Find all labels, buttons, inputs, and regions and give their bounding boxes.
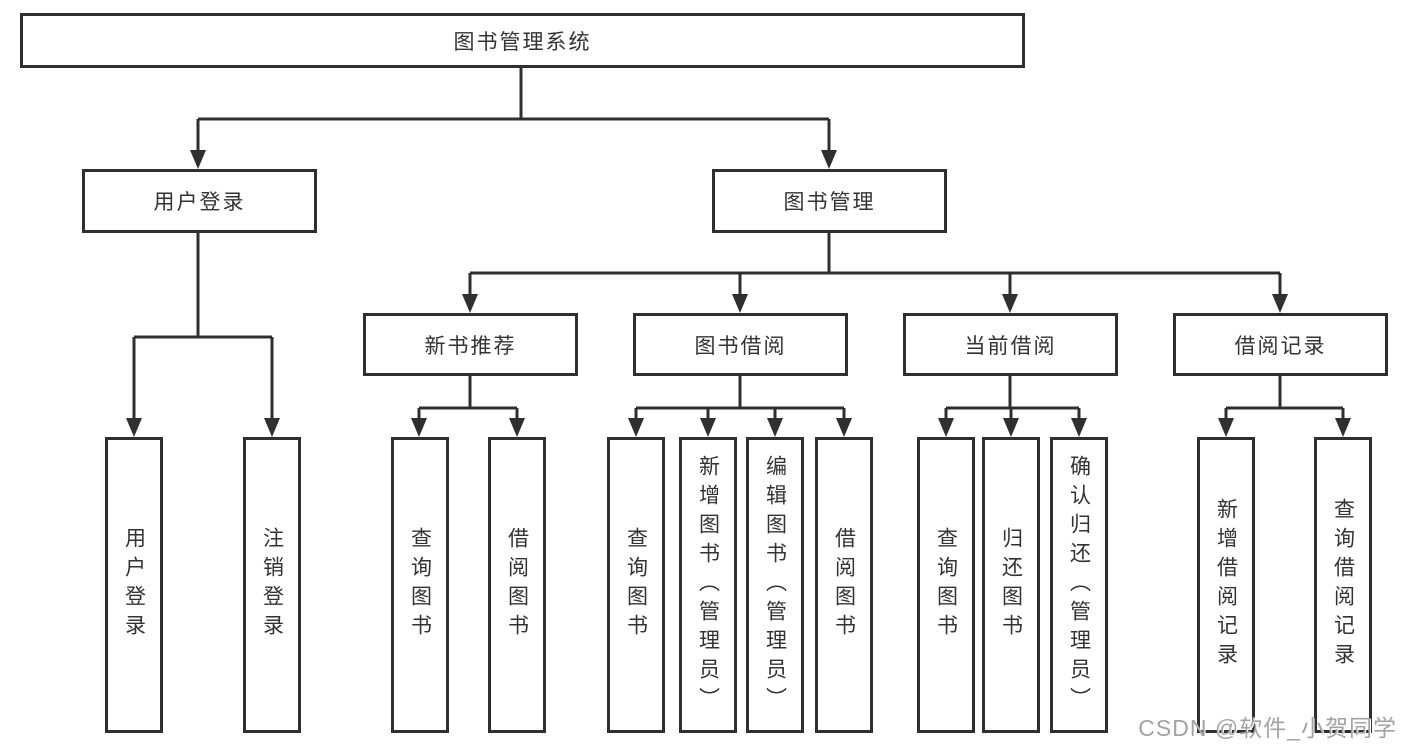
node-borrowing-records-label: 借阅记录 <box>1234 334 1327 358</box>
leaf-add-borrow-record: 新增借阅记录 <box>1197 437 1255 733</box>
node-borrowing-records: 借阅记录 <box>1173 313 1388 376</box>
connector-book-management-children <box>468 233 1282 296</box>
arrow-leaf-confirm-return <box>1071 418 1087 437</box>
arrow-book-management <box>821 150 837 169</box>
leaf-query-borrow-record-label: 查询借阅记录 <box>1331 498 1355 672</box>
leaf-logout-label: 注销登录 <box>260 527 284 643</box>
leaf-add-book-admin: 新增图书（管理员） <box>679 437 737 733</box>
arrow-leaf-add-book <box>700 418 716 437</box>
leaf-user-login: 用户登录 <box>105 437 163 733</box>
arrow-new-book-recommend <box>462 294 478 313</box>
arrow-leaf-query-books-3 <box>938 418 954 437</box>
node-current-borrowing: 当前借阅 <box>903 313 1118 376</box>
leaf-query-books-recommend: 查询图书 <box>391 437 449 733</box>
node-book-borrowing: 图书借阅 <box>633 313 848 376</box>
arrow-leaf-add-borrow-record <box>1218 418 1234 437</box>
arrow-leaf-borrow-books-1 <box>509 418 525 437</box>
arrow-book-borrowing <box>732 294 748 313</box>
leaf-query-books-borrowing: 查询图书 <box>607 437 665 733</box>
arrow-leaf-query-books-2 <box>628 418 644 437</box>
leaf-logout: 注销登录 <box>243 437 301 733</box>
leaf-add-borrow-record-label: 新增借阅记录 <box>1214 498 1238 672</box>
arrow-current-borrowing <box>1002 294 1018 313</box>
node-root-system-label: 图书管理系统 <box>453 30 592 54</box>
leaf-confirm-return-admin: 确认归还（管理员） <box>1050 437 1108 733</box>
connector-new-book-recommend-children <box>417 376 519 420</box>
node-root-system: 图书管理系统 <box>20 13 1025 68</box>
leaf-confirm-return-admin-label: 确认归还（管理员） <box>1067 454 1091 716</box>
node-book-borrowing-label: 图书借阅 <box>694 334 787 358</box>
node-book-management: 图书管理 <box>712 169 947 233</box>
node-user-login-label: 用户登录 <box>153 191 246 214</box>
leaf-user-login-label: 用户登录 <box>122 527 146 643</box>
leaf-return-books-label: 归还图书 <box>999 527 1023 643</box>
connector-root-to-level2 <box>196 68 831 152</box>
connector-user-login-children <box>132 233 274 420</box>
node-user-login: 用户登录 <box>82 169 317 233</box>
arrow-leaf-logout <box>264 418 280 437</box>
leaf-edit-book-admin-label: 编辑图书（管理员） <box>763 454 787 716</box>
leaf-query-borrow-record: 查询借阅记录 <box>1314 437 1372 733</box>
arrow-leaf-user-login <box>126 418 142 437</box>
arrow-leaf-query-books-1 <box>411 418 427 437</box>
leaf-add-book-admin-label: 新增图书（管理员） <box>696 454 720 716</box>
leaf-borrow-books-recommend: 借阅图书 <box>488 437 546 733</box>
connector-borrowing-records-children <box>1224 376 1345 420</box>
leaf-query-books-borrowing-label: 查询图书 <box>624 527 648 643</box>
node-new-book-recommend-label: 新书推荐 <box>424 334 517 358</box>
leaf-borrow-books-borrowing: 借阅图书 <box>815 437 873 733</box>
arrow-user-login <box>190 150 206 169</box>
leaf-borrow-books-borrowing-label: 借阅图书 <box>832 527 856 643</box>
arrow-leaf-borrow-books-2 <box>836 418 852 437</box>
node-book-management-label: 图书管理 <box>783 191 876 214</box>
arrow-leaf-return-books <box>1003 418 1019 437</box>
arrow-borrowing-records <box>1272 294 1288 313</box>
connector-book-borrowing-children <box>634 376 846 420</box>
arrow-leaf-query-borrow-record <box>1335 418 1351 437</box>
leaf-query-books-recommend-label: 查询图书 <box>408 527 432 643</box>
leaf-return-books: 归还图书 <box>982 437 1040 733</box>
node-current-borrowing-label: 当前借阅 <box>964 334 1057 358</box>
leaf-query-books-current: 查询图书 <box>917 437 975 733</box>
leaf-borrow-books-recommend-label: 借阅图书 <box>505 527 529 643</box>
csdn-watermark: CSDN @软件_小贺同学 <box>1138 715 1397 741</box>
arrow-leaf-edit-book <box>767 418 783 437</box>
connector-current-borrowing-children <box>944 376 1081 420</box>
node-new-book-recommend: 新书推荐 <box>363 313 578 376</box>
leaf-edit-book-admin: 编辑图书（管理员） <box>746 437 804 733</box>
leaf-query-books-current-label: 查询图书 <box>934 527 958 643</box>
